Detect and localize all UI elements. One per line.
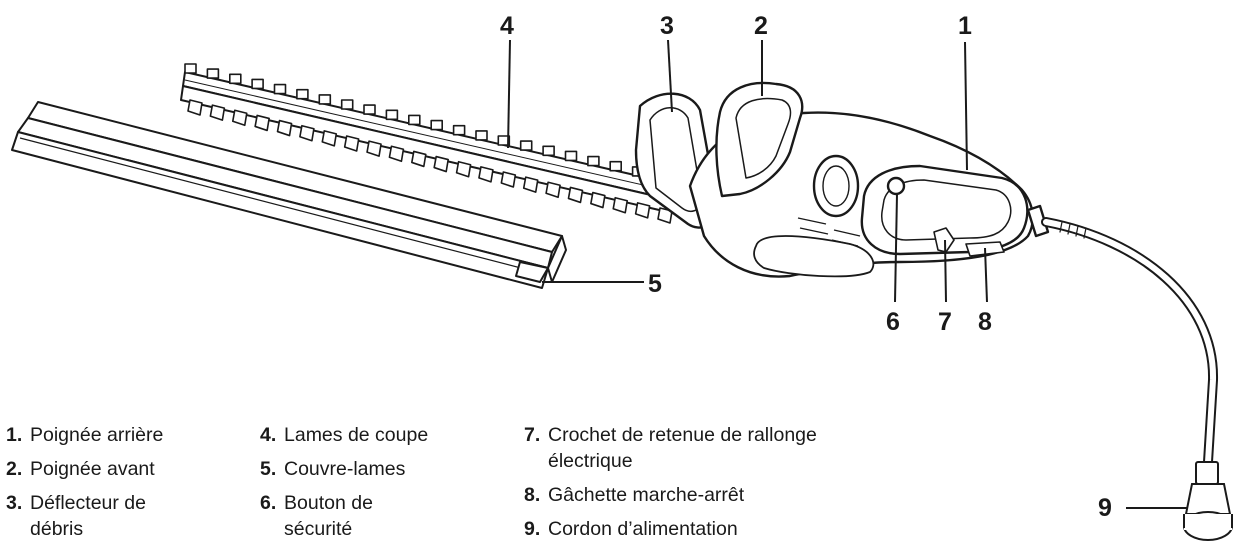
blade-tooth [385,109,399,121]
callout-1: 1 [958,12,972,40]
legend-number: 5. [260,458,277,480]
blade-tooth [590,191,606,209]
blade-tooth [452,124,466,136]
blade-tooth [251,78,264,90]
blade-tooth [366,140,382,157]
safety-button [886,176,906,196]
blade-tooth [634,202,651,219]
blade-tooth [273,83,287,95]
blade-tooth [545,181,561,199]
legend-label: Poignée arrière [30,424,164,446]
blade-tooth [318,94,332,105]
blade-tooth [407,114,421,126]
callout-2: 2 [754,12,768,40]
blade-tooth [478,166,494,183]
blade-tooth [206,68,220,79]
cord-retainer-hook [933,227,955,253]
power-cord [1041,217,1219,467]
blade-tooth [542,145,555,157]
blade-tooth [475,130,488,141]
legend-label: Gâchette marche-arrêt [548,484,745,506]
legend-number: 3. [6,492,23,514]
blade-tooth [430,119,444,131]
blade-tooth [519,140,533,151]
blade-tooth [229,73,242,85]
legend-number: 1. [6,424,23,446]
legend-item-1: 1. Poignée arrière [6,422,216,448]
legend-item-2: 2. Poignée avant [6,456,216,482]
legend-label: Bouton de sécurité [284,492,373,540]
legend-column-1: 1. Poignée arrière 2. Poignée avant 3. D… [6,422,216,550]
blade-tooth [609,160,623,172]
blade-tooth [321,130,338,147]
legend-label: Couvre-lames [284,458,406,480]
legend-label: Poignée avant [30,458,155,480]
blade-tooth [388,145,405,163]
callout-3: 3 [660,12,674,40]
cutting-blades [180,63,701,224]
legend-item-7: 7. Crochet de retenue de rallonge électr… [524,422,894,474]
blade-tooth [231,109,248,127]
trimmer-body [634,81,1050,278]
legend-label: Déflecteur de débris [30,492,146,540]
blade-tooth [363,104,376,115]
callout-9: 9 [1098,494,1112,522]
blade-tooth [497,135,511,146]
legend-number: 2. [6,458,23,480]
blade-tooth [296,88,309,100]
blade-tooth [587,155,600,167]
legend-number: 7. [524,424,541,446]
blade-tooth [522,176,539,193]
legend-item-5: 5. Couvre-lames [260,456,490,482]
blade-tooth [254,114,270,132]
legend-label: Crochet de retenue de rallonge électriqu… [548,424,817,472]
blade-tooth [567,186,584,204]
legend-number: 9. [524,518,541,540]
legend-item-4: 4. Lames de coupe [260,422,490,448]
callout-4: 4 [500,12,514,40]
callout-8: 8 [978,308,992,336]
legend-item-6: 6. Bouton de sécurité [260,490,430,542]
legend-column-2: 4. Lames de coupe 5. Couvre-lames 6. Bou… [260,422,490,550]
blade-tooth [500,171,517,188]
legend-number: 6. [260,492,277,514]
blade-tooth [187,99,203,116]
blade-tooth [276,119,293,137]
blade-tooth [209,104,226,121]
legend-label: Cordon d’alimentation [548,518,738,540]
blade-tooth [411,150,427,168]
blade-tooth [564,150,578,162]
blade-tooth [455,160,472,178]
parts-legend: 1. Poignée arrière 2. Poignée avant 3. D… [0,422,900,554]
callout-7: 7 [938,308,952,336]
legend-item-3: 3. Déflecteur de débris [6,490,196,542]
legend-column-3: 7. Crochet de retenue de rallonge électr… [524,422,894,550]
legend-item-9: 9. Cordon d’alimentation [524,516,894,542]
blade-tooth [433,155,449,173]
blade-tooth [340,99,354,110]
blade-cover [11,101,567,289]
blade-tooth [184,63,197,74]
legend-label: Lames de coupe [284,424,429,446]
callout-6: 6 [886,308,900,336]
power-plug [1183,461,1233,541]
leader-lines [507,39,1188,509]
blade-tooth [612,196,629,214]
legend-number: 4. [260,424,277,446]
legend-number: 8. [524,484,541,506]
callout-5: 5 [648,270,662,298]
legend-item-8: 8. Gâchette marche-arrêt [524,482,894,508]
blade-tooth [299,124,315,142]
blade-tooth [343,135,360,152]
